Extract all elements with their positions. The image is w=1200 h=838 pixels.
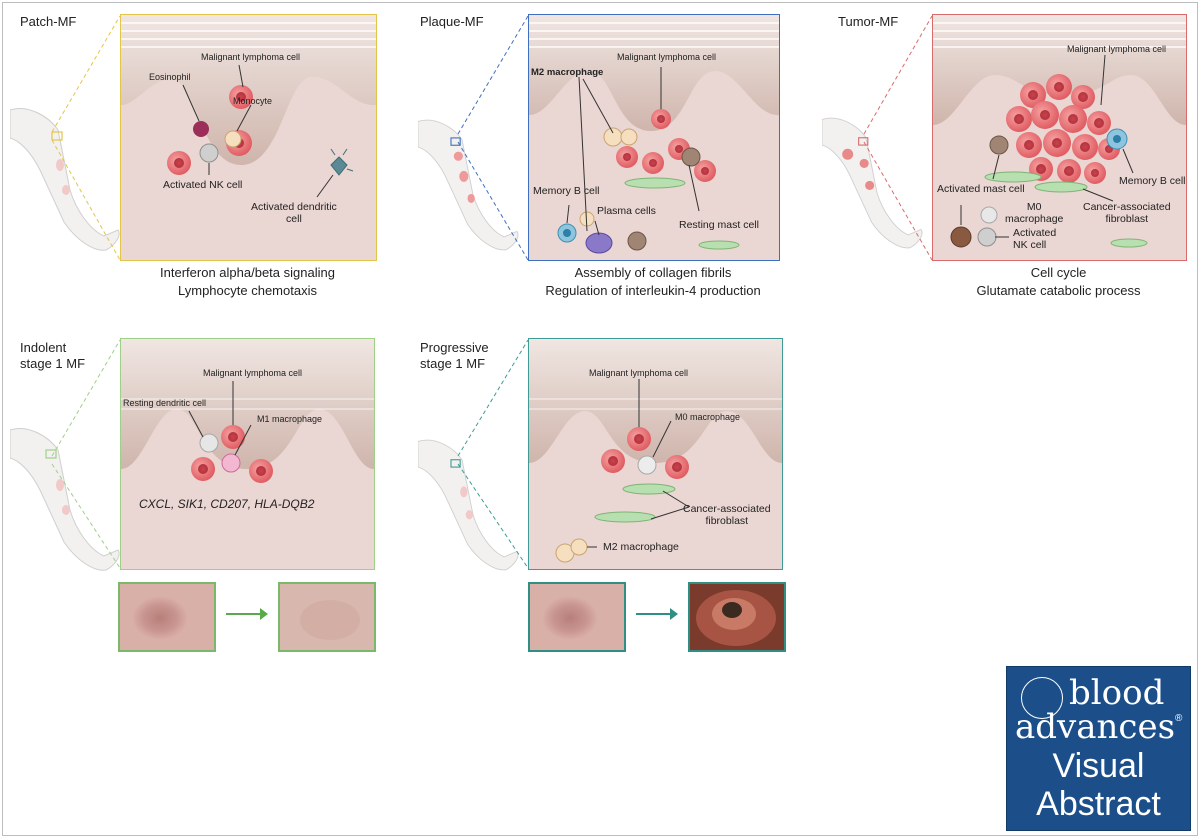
label-malignant-lymphoma-cell: Malignant lymphoma cell [589, 368, 689, 378]
lesion-photo-plaque-before [528, 582, 626, 652]
label-m2-macrophage: M2 macrophage [603, 541, 679, 553]
label-activated-nk-cell: Activated NK cell [163, 179, 243, 191]
logo-word-advances: advances [1015, 707, 1176, 747]
registered-mark: ® [1175, 713, 1183, 724]
arm-illustration-progressive [418, 439, 519, 571]
label-monocyte: Monocyte [233, 96, 273, 106]
label-malignant-lymphoma-cell: Malignant lymphoma cell [617, 52, 717, 62]
lesion-photo-tumor [688, 582, 786, 652]
arm-illustration-patch [10, 108, 120, 251]
plaque-mf-caption: Assembly of collagen fibrils Regulation … [545, 265, 761, 298]
zoom-lines-tumor [863, 15, 933, 261]
label-memory-b-cell: Memory B cell [533, 185, 600, 197]
blood-advances-logo: blood advances ® Visual Abstract [1006, 666, 1191, 831]
tumor-mf-panel: Malignant lymphoma cell Activated mast c… [932, 14, 1187, 261]
patch-mf-caption: Interferon alpha/beta signaling Lymphocy… [160, 265, 335, 298]
label-m0-macrophage: M0 macrophage [1005, 201, 1064, 225]
plaque-mf-title: Plaque-MF [420, 14, 484, 29]
zoom-lines-indolent [51, 339, 121, 569]
label-malignant-lymphoma-cell: Malignant lymphoma cell [203, 368, 303, 378]
indolent-panel: Malignant lymphoma cell Resting dendriti… [120, 338, 375, 570]
label-cancer-associated-fibroblast: Cancer-associated fibroblast [683, 503, 771, 527]
label-activated-dendritic-cell: Activated dendritic cell [251, 201, 337, 225]
logo-word-blood: blood [1069, 673, 1165, 713]
label-cancer-associated-fibroblast: Cancer-associated fibroblast [1083, 201, 1171, 225]
zoom-lines-progressive [457, 339, 529, 569]
patch-mf-panel: Malignant lymphoma cell Eosinophil Monoc… [120, 14, 377, 261]
indolent-title: Indolent stage 1 MF [20, 340, 86, 371]
label-malignant-lymphoma-cell: Malignant lymphoma cell [201, 52, 301, 62]
arrow-progressive [636, 608, 678, 620]
label-malignant-lymphoma-cell: Malignant lymphoma cell [1067, 44, 1167, 54]
label-memory-b-cell: Memory B cell [1119, 175, 1186, 187]
plaque-mf-panel: M2 macrophage Malignant lymphoma cell Me… [528, 14, 780, 261]
logo-word-abstract: Abstract [1036, 785, 1161, 823]
label-plasma-cells: Plasma cells [597, 205, 656, 217]
label-eosinophil: Eosinophil [149, 72, 191, 82]
label-resting-mast-cell: Resting mast cell [679, 219, 759, 231]
gene-list: CXCL, SIK1, CD207, HLA-DQB2 [139, 497, 315, 511]
tumor-mf-caption: Cell cycle Glutamate catabolic process [976, 265, 1141, 298]
label-resting-dendritic-cell: Resting dendritic cell [123, 398, 207, 408]
patch-mf-title: Patch-MF [20, 14, 77, 29]
label-activated-mast-cell: Activated mast cell [937, 183, 1025, 195]
logo-word-visual: Visual [1052, 747, 1145, 785]
label-m1-macrophage: M1 macrophage [257, 414, 323, 424]
arm-illustration-indolent [10, 428, 120, 571]
label-activated-nk-cell: Activated NK cell [1013, 227, 1057, 251]
zoom-lines-patch [51, 15, 121, 261]
zoom-lines-plaque [457, 15, 529, 261]
lesion-photo-resolved [278, 582, 376, 652]
progressive-panel: Malignant lymphoma cell M0 macrophage Ca… [528, 338, 783, 570]
label-m0-macrophage: M0 macrophage [675, 412, 741, 422]
lesion-photo-patch-before [118, 582, 216, 652]
progressive-title: Progressive stage 1 MF [420, 340, 489, 371]
arm-illustration-plaque [418, 119, 519, 251]
society-seal-icon [1021, 677, 1063, 719]
tumor-mf-title: Tumor-MF [838, 14, 899, 29]
label-m2-macrophage: M2 macrophage [531, 67, 604, 78]
arrow-indolent [226, 608, 268, 620]
